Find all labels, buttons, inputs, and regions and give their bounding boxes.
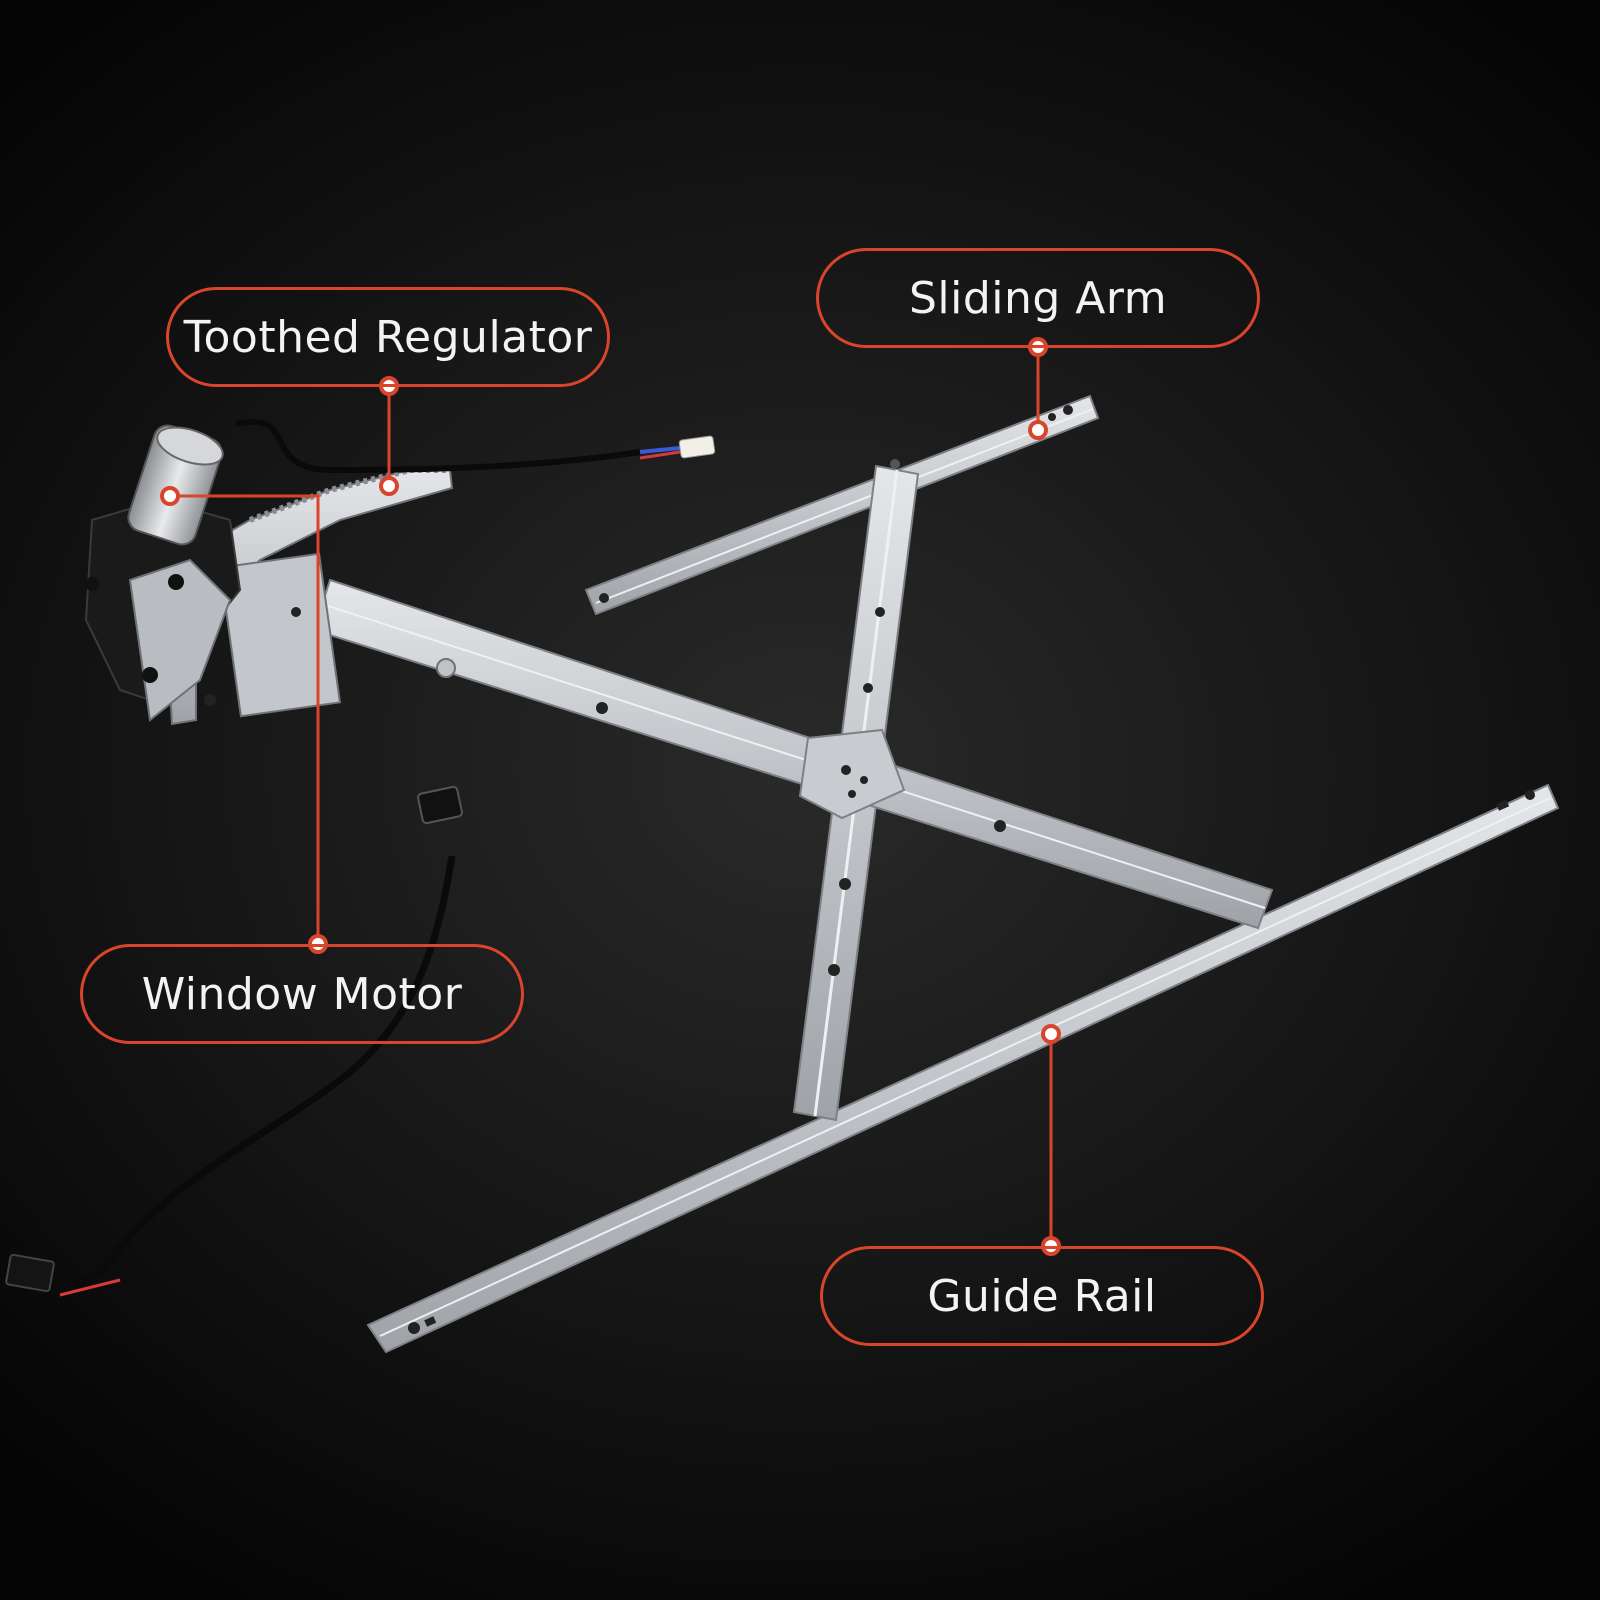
window-motor-label: Window Motor — [80, 944, 524, 1044]
toothed-regulator-text: Toothed Regulator — [183, 311, 593, 363]
window-motor-text: Window Motor — [141, 968, 463, 1020]
window-motor-unit — [84, 424, 242, 722]
pivot-plate — [798, 728, 906, 820]
sliding-arm-rail — [584, 394, 1100, 616]
sliding-arm-label: Sliding Arm — [816, 248, 1260, 348]
lift-arm-main — [312, 578, 1274, 930]
callout-leaders — [170, 347, 1053, 1246]
wiring-harness — [5, 419, 716, 1297]
sliding-arm-text: Sliding Arm — [908, 272, 1168, 324]
toothed-regulator-label: Toothed Regulator — [166, 287, 610, 387]
guide-rail-text: Guide Rail — [927, 1270, 1157, 1322]
guide-rail-bar — [366, 783, 1560, 1354]
guide-rail-label: Guide Rail — [820, 1246, 1264, 1346]
